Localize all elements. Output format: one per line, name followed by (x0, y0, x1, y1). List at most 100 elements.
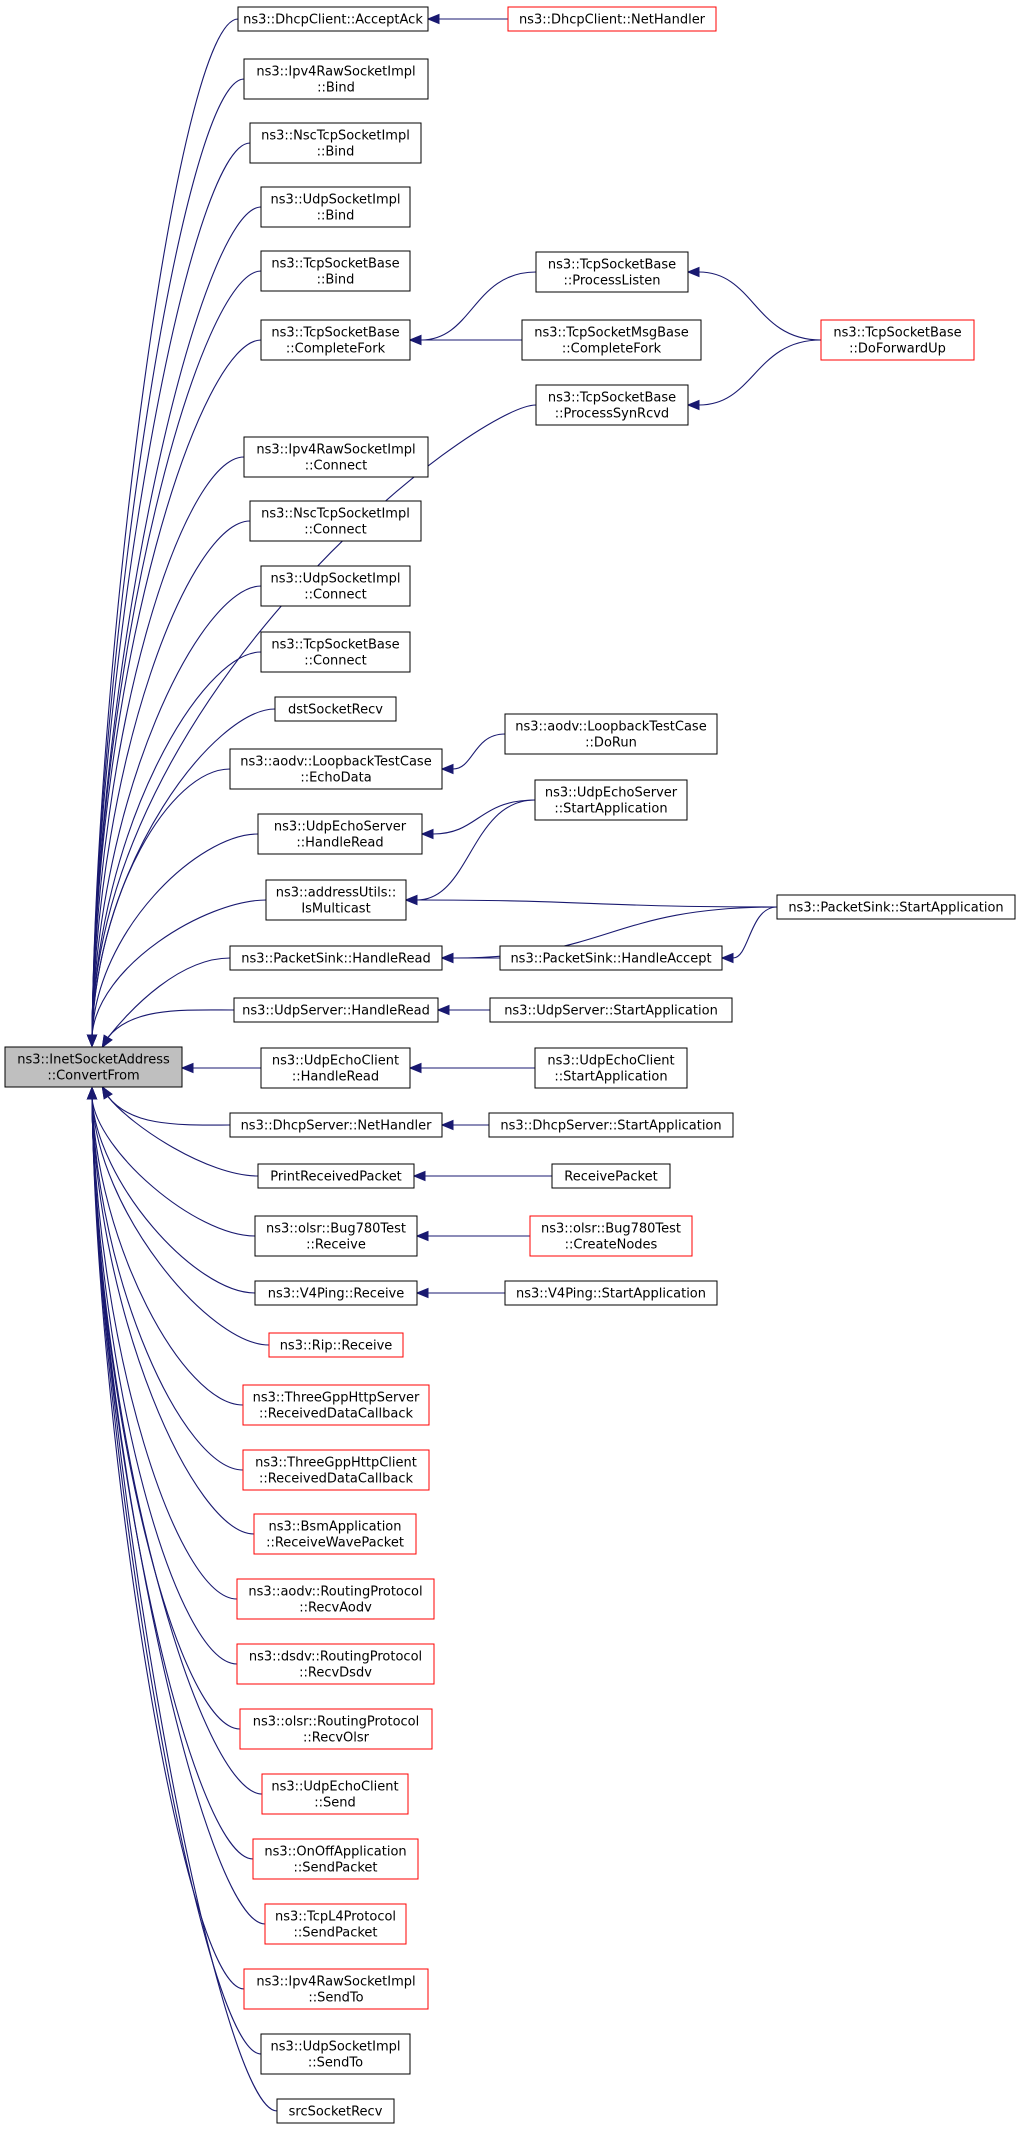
node-box (534, 779, 688, 821)
edge-n2-to-n1-arrowhead (426, 13, 440, 25)
node-box (260, 565, 411, 607)
node-label-line: ns3::TcpSocketBase (271, 257, 399, 272)
node-n37[interactable]: ns3::Rip::Receive (268, 1332, 404, 1358)
node-box (535, 384, 689, 426)
node-n5[interactable]: ns3::UdpSocketImpl::Bind (260, 186, 411, 228)
edge-n29-to-root (107, 1096, 231, 1126)
node-n49[interactable]: srcSocketRecv (276, 2098, 395, 2124)
node-n25[interactable]: ns3::UdpServer::HandleRead (233, 997, 439, 1023)
node-box (254, 1215, 418, 1257)
node-n44[interactable]: ns3::UdpEchoClient::Send (261, 1773, 409, 1815)
node-box (260, 1047, 411, 1089)
node-n12[interactable]: ns3::Ipv4RawSocketImpl::Connect (243, 436, 429, 478)
edge-n33-to-root (91, 1097, 256, 1237)
node-n13[interactable]: ns3::NscTcpSocketImpl::Connect (249, 500, 422, 542)
node-n43[interactable]: ns3::olsr::RoutingProtocol::RecvOlsr (239, 1708, 433, 1750)
node-n18[interactable]: ns3::aodv::LoopbackTestCase::DoRun (504, 713, 718, 755)
node-n41[interactable]: ns3::aodv::RoutingProtocol::RecvAodv (236, 1578, 435, 1620)
node-n26[interactable]: ns3::UdpServer::StartApplication (489, 997, 733, 1023)
edge-n28-to-n27-arrowhead (408, 1062, 422, 1074)
node-label-line: ::CreateNodes (565, 1238, 658, 1253)
node-label-line: ::SendPacket (293, 1926, 377, 1941)
node-n28[interactable]: ns3::UdpEchoClient::StartApplication (534, 1047, 688, 1089)
node-n17[interactable]: ns3::aodv::LoopbackTestCase::EchoData (229, 748, 443, 790)
node-box (239, 1708, 433, 1750)
node-n11[interactable]: ns3::TcpSocketBase::ProcessSynRcvd (535, 384, 689, 426)
edge-n20-to-n19-arrowhead (420, 828, 434, 840)
node-n29[interactable]: ns3::DhcpServer::NetHandler (229, 1112, 443, 1138)
node-label-line: ns3::Rip::Receive (280, 1339, 393, 1354)
node-n38[interactable]: ns3::ThreeGppHttpServer::ReceivedDataCal… (242, 1384, 430, 1426)
node-n31[interactable]: PrintReceivedPacket (257, 1163, 415, 1189)
edge-n41-to-root (91, 1097, 238, 1600)
node-label-line: ::CompleteFork (562, 342, 662, 357)
node-box (249, 122, 422, 164)
node-label-line: ::ReceivedDataCallback (259, 1472, 414, 1487)
node-n34[interactable]: ns3::olsr::Bug780Test::CreateNodes (529, 1215, 693, 1257)
edge-n35-to-root (91, 1097, 256, 1294)
node-n47[interactable]: ns3::Ipv4RawSocketImpl::SendTo (243, 1968, 429, 2010)
node-n9[interactable]: ns3::TcpSocketMsgBase::CompleteFork (521, 319, 702, 361)
node-n3[interactable]: ns3::Ipv4RawSocketImpl::Bind (243, 58, 429, 100)
node-label-line: ns3::V4Ping::StartApplication (516, 1287, 706, 1302)
node-label-line: ns3::ThreeGppHttpServer (253, 1391, 420, 1406)
node-n39[interactable]: ns3::ThreeGppHttpClient::ReceivedDataCal… (242, 1449, 430, 1491)
node-n32[interactable]: ReceivePacket (551, 1163, 671, 1189)
node-label-line: ns3::UdpEchoClient (272, 1054, 399, 1069)
node-n40[interactable]: ns3::BsmApplication::ReceiveWavePacket (253, 1513, 417, 1555)
node-n30[interactable]: ns3::DhcpServer::StartApplication (488, 1112, 734, 1138)
edge-n10-to-n11 (698, 339, 822, 406)
node-label-line: ::DoForwardUp (849, 342, 946, 357)
node-n2[interactable]: ns3::DhcpClient::NetHandler (507, 6, 717, 32)
edge-n17-to-root (91, 768, 231, 1037)
node-n10[interactable]: ns3::TcpSocketBase::DoForwardUp (820, 319, 975, 361)
node-n27[interactable]: ns3::UdpEchoClient::HandleRead (260, 1047, 411, 1089)
edge-n24-to-n23-arrowhead (440, 952, 454, 964)
node-label-line: ns3::TcpSocketBase (548, 391, 676, 406)
node-label-line: ns3::OnOffApplication (264, 1845, 406, 1860)
edge-n10-to-n11-arrowhead (686, 399, 700, 411)
node-n7[interactable]: ns3::TcpSocketBase::CompleteFork (260, 319, 411, 361)
node-root[interactable]: ns3::InetSocketAddress::ConvertFrom (4, 1046, 183, 1088)
node-n36[interactable]: ns3::V4Ping::StartApplication (504, 1280, 718, 1306)
node-label-line: ns3::UdpServer::StartApplication (504, 1004, 718, 1019)
node-label-line: ::HandleRead (296, 836, 383, 851)
node-n46[interactable]: ns3::TcpL4Protocol::SendPacket (264, 1903, 407, 1945)
node-label-line: ns3::dsdv::RoutingProtocol (249, 1650, 422, 1665)
node-n42[interactable]: ns3::dsdv::RoutingProtocol::RecvDsdv (236, 1643, 435, 1685)
node-n15[interactable]: ns3::TcpSocketBase::Connect (260, 631, 411, 673)
edge-n6-to-root (91, 270, 262, 1037)
node-n24[interactable]: ns3::PacketSink::HandleAccept (499, 945, 723, 971)
node-n48[interactable]: ns3::UdpSocketImpl::SendTo (260, 2033, 411, 2075)
node-n14[interactable]: ns3::UdpSocketImpl::Connect (260, 565, 411, 607)
node-n8[interactable]: ns3::TcpSocketBase::ProcessListen (535, 251, 689, 293)
edge-n49-to-root (91, 1097, 278, 2112)
node-n19[interactable]: ns3::UdpEchoServer::HandleRead (257, 813, 423, 855)
node-label-line: ::Bind (317, 81, 355, 96)
edge-n38-to-root (91, 1097, 244, 1406)
node-n20[interactable]: ns3::UdpEchoServer::StartApplication (534, 779, 688, 821)
node-label-line: ns3::TcpSocketBase (548, 258, 676, 273)
node-box (229, 1112, 443, 1138)
edge-n23-to-root (107, 957, 231, 1038)
node-n35[interactable]: ns3::V4Ping::Receive (254, 1280, 418, 1306)
node-n1[interactable]: ns3::DhcpClient::AcceptAck (237, 6, 429, 32)
node-box (820, 319, 975, 361)
edge-n4-to-root (91, 142, 251, 1037)
node-label-line: ::ReceivedDataCallback (259, 1407, 414, 1422)
node-label-line: ::Connect (304, 523, 367, 538)
node-n16[interactable]: dstSocketRecv (274, 696, 397, 722)
edge-n39-to-root (91, 1097, 244, 1471)
node-n33[interactable]: ns3::olsr::Bug780Test::Receive (254, 1215, 418, 1257)
node-n22[interactable]: ns3::PacketSink::StartApplication (776, 894, 1016, 920)
edge-n37-to-root (91, 1097, 270, 1346)
node-n23[interactable]: ns3::PacketSink::HandleRead (229, 945, 443, 971)
node-n4[interactable]: ns3::NscTcpSocketImpl::Bind (249, 122, 422, 164)
node-n6[interactable]: ns3::TcpSocketBase::Bind (260, 250, 411, 292)
node-n45[interactable]: ns3::OnOffApplication::SendPacket (252, 1838, 419, 1880)
node-n21[interactable]: ns3::addressUtils::IsMulticast (265, 879, 407, 921)
node-box (254, 1280, 418, 1306)
edge-n30-to-n29-arrowhead (440, 1119, 454, 1131)
node-label-line: ns3::Ipv4RawSocketImpl (256, 443, 415, 458)
node-label-line: ::CompleteFork (286, 342, 386, 357)
